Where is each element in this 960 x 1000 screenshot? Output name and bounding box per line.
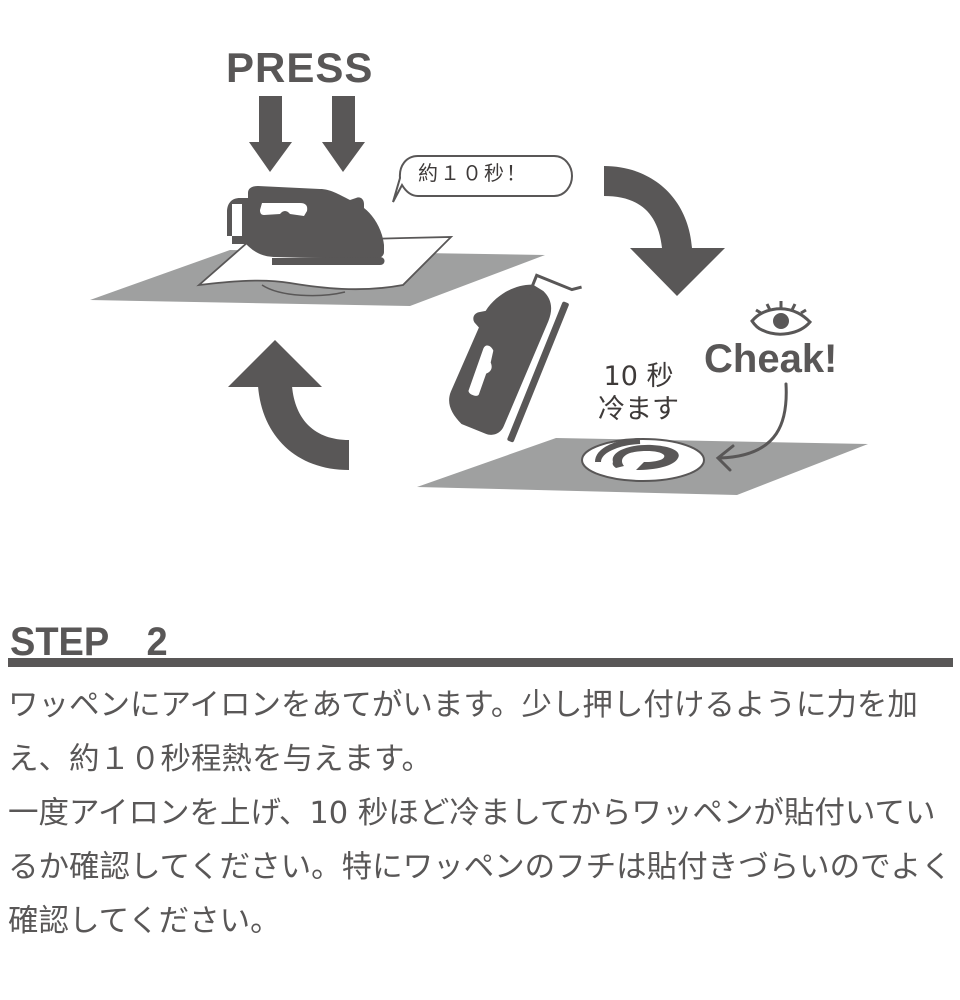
- speech-bubble: [392, 155, 574, 203]
- iron-lifted-icon: [449, 273, 582, 443]
- check-label: Cheak!: [704, 337, 838, 381]
- eye-icon: [750, 301, 813, 336]
- speech-bubble-text: 約１０秒！: [418, 161, 528, 185]
- instruction-paragraph: 一度アイロンを上げ、10 秒ほど冷ましてからワッペンが貼付いているか確認してくだ…: [8, 796, 952, 939]
- patch-logo-icon: [581, 438, 705, 482]
- cool-text-line1: 10 秒: [603, 361, 674, 392]
- cool-instruction-text: 10 秒 冷ます: [598, 360, 679, 426]
- iron-application-illustration: PRESS 約１０秒！ 10 秒 冷ます Cheak!: [90, 44, 868, 495]
- curved-arrow-down-icon: [604, 166, 725, 296]
- curved-arrow-up-icon: [228, 340, 349, 470]
- check-pointer-arrow-icon: [715, 382, 788, 472]
- step-section: STEP 2 ワッペンにアイロンをあてがいます。少し押し付けるように力を加え、約…: [8, 612, 953, 949]
- press-down-arrow-left-icon: [249, 96, 292, 172]
- step-heading: STEP 2: [8, 612, 953, 667]
- step-instructions: ワッペンにアイロンをあてがいます。少し押し付けるように力を加え、約１０秒程熱を与…: [8, 679, 953, 949]
- instruction-paragraph: ワッペンにアイロンをあてがいます。少し押し付けるように力を加え、約１０秒程熱を与…: [8, 688, 918, 777]
- press-down-arrow-right-icon: [322, 96, 365, 172]
- step-title: STEP 2: [10, 620, 168, 664]
- press-label: PRESS: [226, 44, 374, 91]
- cool-text-line2: 冷ます: [598, 394, 679, 425]
- iron-pressing-icon: [227, 186, 385, 265]
- patch-under-cloth: [261, 284, 346, 297]
